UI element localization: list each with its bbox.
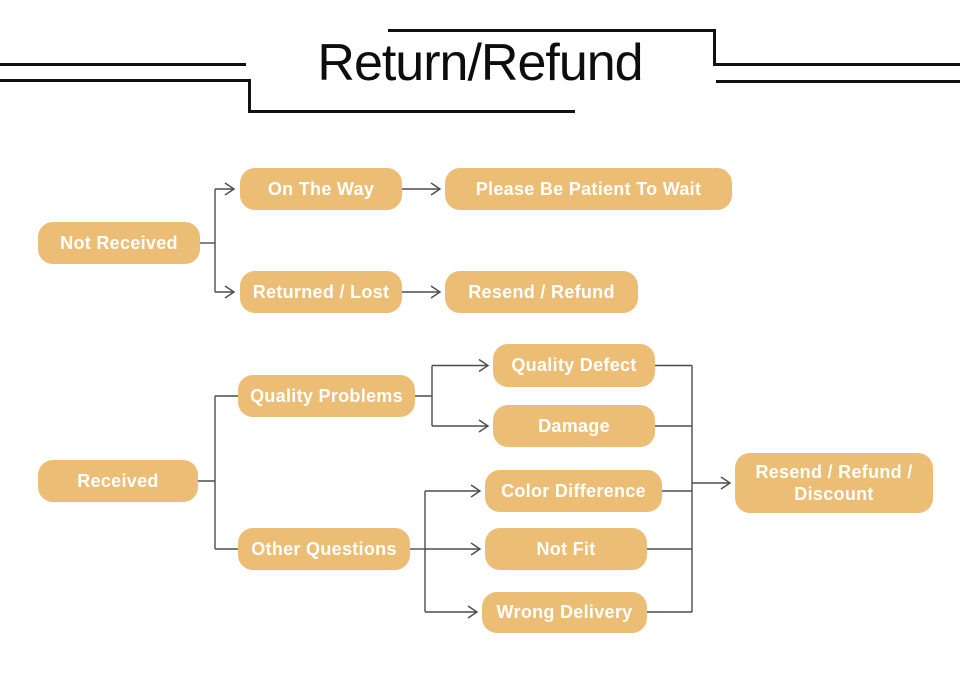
node-label: Returned / Lost — [252, 281, 390, 302]
title-frame-left-line-top — [0, 63, 246, 66]
node-label: Damage — [538, 415, 610, 436]
node-label: Not Received — [60, 232, 178, 253]
node-label: Wrong Delivery — [496, 602, 633, 623]
node-on-the-way: On The Way — [240, 168, 402, 210]
node-label: Quality Defect — [511, 355, 637, 376]
node-resend-refund: Resend / Refund — [445, 271, 638, 313]
node-other-questions: Other Questions — [238, 528, 410, 570]
title-frame-right-vertical — [713, 29, 716, 66]
title-frame-right-line-middle — [713, 63, 960, 66]
title-frame-right-line-top — [388, 29, 716, 32]
node-label: Please Be Patient To Wait — [475, 178, 702, 199]
node-damage: Damage — [493, 405, 655, 447]
node-label: Resend / Refund / Discount — [755, 461, 913, 505]
node-wrong-delivery: Wrong Delivery — [482, 592, 647, 633]
node-received: Received — [38, 460, 198, 502]
node-returned-lost: Returned / Lost — [240, 271, 402, 313]
node-label: Received — [77, 470, 159, 491]
node-please-be-patient-to-wait: Please Be Patient To Wait — [445, 168, 732, 210]
node-color-difference: Color Difference — [485, 470, 662, 512]
node-label: Other Questions — [251, 538, 397, 559]
node-not-received: Not Received — [38, 222, 200, 264]
title-frame-left-vertical — [248, 79, 251, 113]
node-resend-refund-discount: Resend / Refund / Discount — [735, 453, 933, 513]
node-label: Quality Problems — [250, 385, 403, 406]
title-frame-underline — [248, 110, 575, 113]
node-quality-defect: Quality Defect — [493, 344, 655, 387]
node-quality-problems: Quality Problems — [238, 375, 415, 417]
node-label: On The Way — [267, 178, 375, 199]
node-label: Resend / Refund — [468, 281, 615, 302]
title-frame-right-line-bottom — [716, 80, 960, 83]
node-label: Color Difference — [501, 480, 646, 501]
title-frame-left-line-bottom — [0, 79, 251, 82]
page-title: Return/Refund — [317, 34, 643, 92]
node-not-fit: Not Fit — [485, 528, 647, 570]
node-label: Not Fit — [536, 538, 596, 559]
